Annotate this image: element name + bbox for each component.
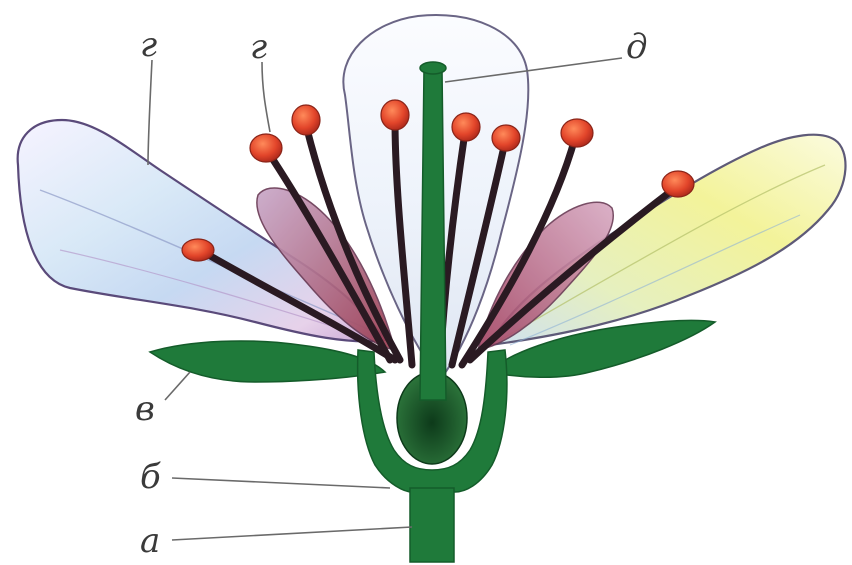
leader-line-g-left (148, 60, 152, 165)
pedicel (410, 488, 454, 562)
label-d: д (626, 27, 648, 67)
anther (662, 171, 694, 197)
anther (492, 125, 520, 151)
anther (250, 134, 282, 162)
anther (561, 119, 593, 147)
leader-line-a (172, 527, 412, 540)
anther (452, 113, 480, 141)
leader-line-v (165, 372, 190, 400)
label-b: б (140, 457, 161, 497)
stigma (420, 62, 446, 74)
label-v: в (135, 389, 155, 429)
pistil-style (420, 68, 446, 400)
label-g-left: г (140, 25, 157, 65)
anther (292, 105, 320, 135)
sepal-left (150, 341, 385, 382)
label-a: а (140, 521, 160, 561)
leader-line-b (172, 478, 390, 488)
label-g-right: г (250, 27, 267, 67)
anther (381, 100, 409, 130)
leader-line-g-right (262, 62, 270, 132)
anther (182, 239, 214, 261)
